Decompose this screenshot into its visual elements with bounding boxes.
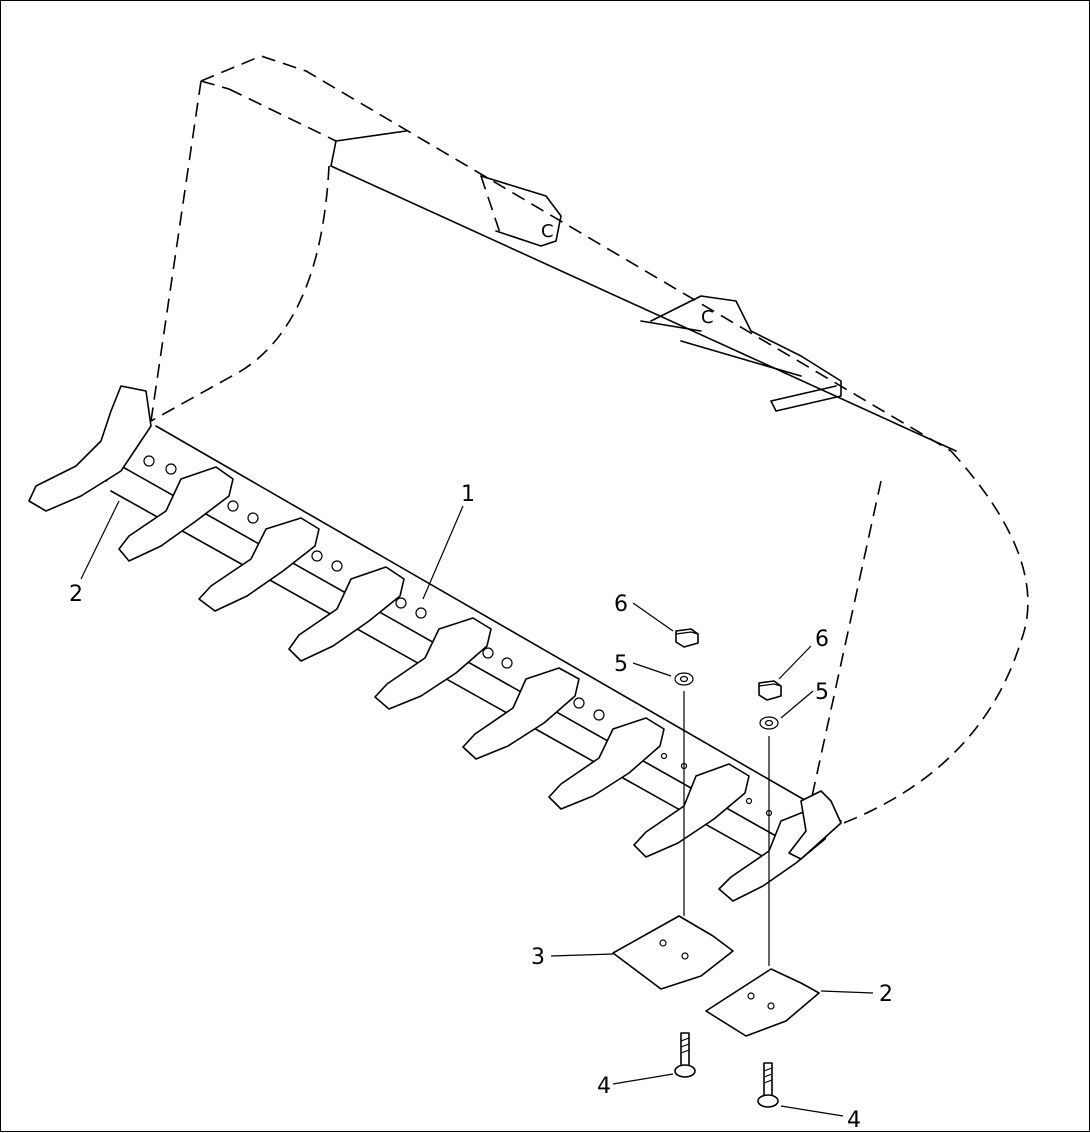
top-bracket-left: C xyxy=(480,175,562,247)
washer-right xyxy=(759,716,779,730)
bolt-right xyxy=(757,1062,779,1108)
tooth-4 xyxy=(374,597,492,710)
callout-2-right: 2 xyxy=(879,982,893,1007)
bracket-mark-left: C xyxy=(541,221,554,242)
callout-1: 1 xyxy=(461,482,475,507)
tooth-1 xyxy=(118,455,234,562)
callout-4-right: 4 xyxy=(847,1108,861,1133)
leader-lines xyxy=(80,500,874,1117)
bolt-left xyxy=(674,1032,696,1078)
bracket-mark-right: C xyxy=(701,307,714,328)
callout-5-right: 5 xyxy=(815,680,829,705)
callout-labels: 1 2 6 5 6 5 3 2 4 4 xyxy=(69,482,893,1133)
washer-left xyxy=(674,672,694,686)
side-cutter-right xyxy=(788,790,842,860)
nut-right xyxy=(758,680,782,701)
wear-plate-3 xyxy=(612,915,734,990)
tooth-7 xyxy=(633,763,750,858)
callout-3: 3 xyxy=(531,945,545,970)
teeth-row xyxy=(118,455,830,902)
nut-left xyxy=(675,628,699,648)
bucket-outline xyxy=(150,55,1029,827)
wear-plate-2 xyxy=(705,968,820,1037)
assembly-axis-lines xyxy=(683,691,770,966)
tooth-5 xyxy=(462,647,580,760)
tooth-2 xyxy=(198,500,320,612)
callout-6-right: 6 xyxy=(815,627,829,652)
side-cutter-left xyxy=(28,385,152,512)
callout-6-left: 6 xyxy=(614,592,628,617)
top-bracket-right: C xyxy=(650,295,842,412)
callout-4-left: 4 xyxy=(597,1074,611,1099)
callout-5-left: 5 xyxy=(614,652,628,677)
tooth-3 xyxy=(288,550,405,662)
tooth-6 xyxy=(548,697,665,810)
callout-2-left: 2 xyxy=(69,582,83,607)
cutting-edge-bolt-holes xyxy=(660,752,773,817)
